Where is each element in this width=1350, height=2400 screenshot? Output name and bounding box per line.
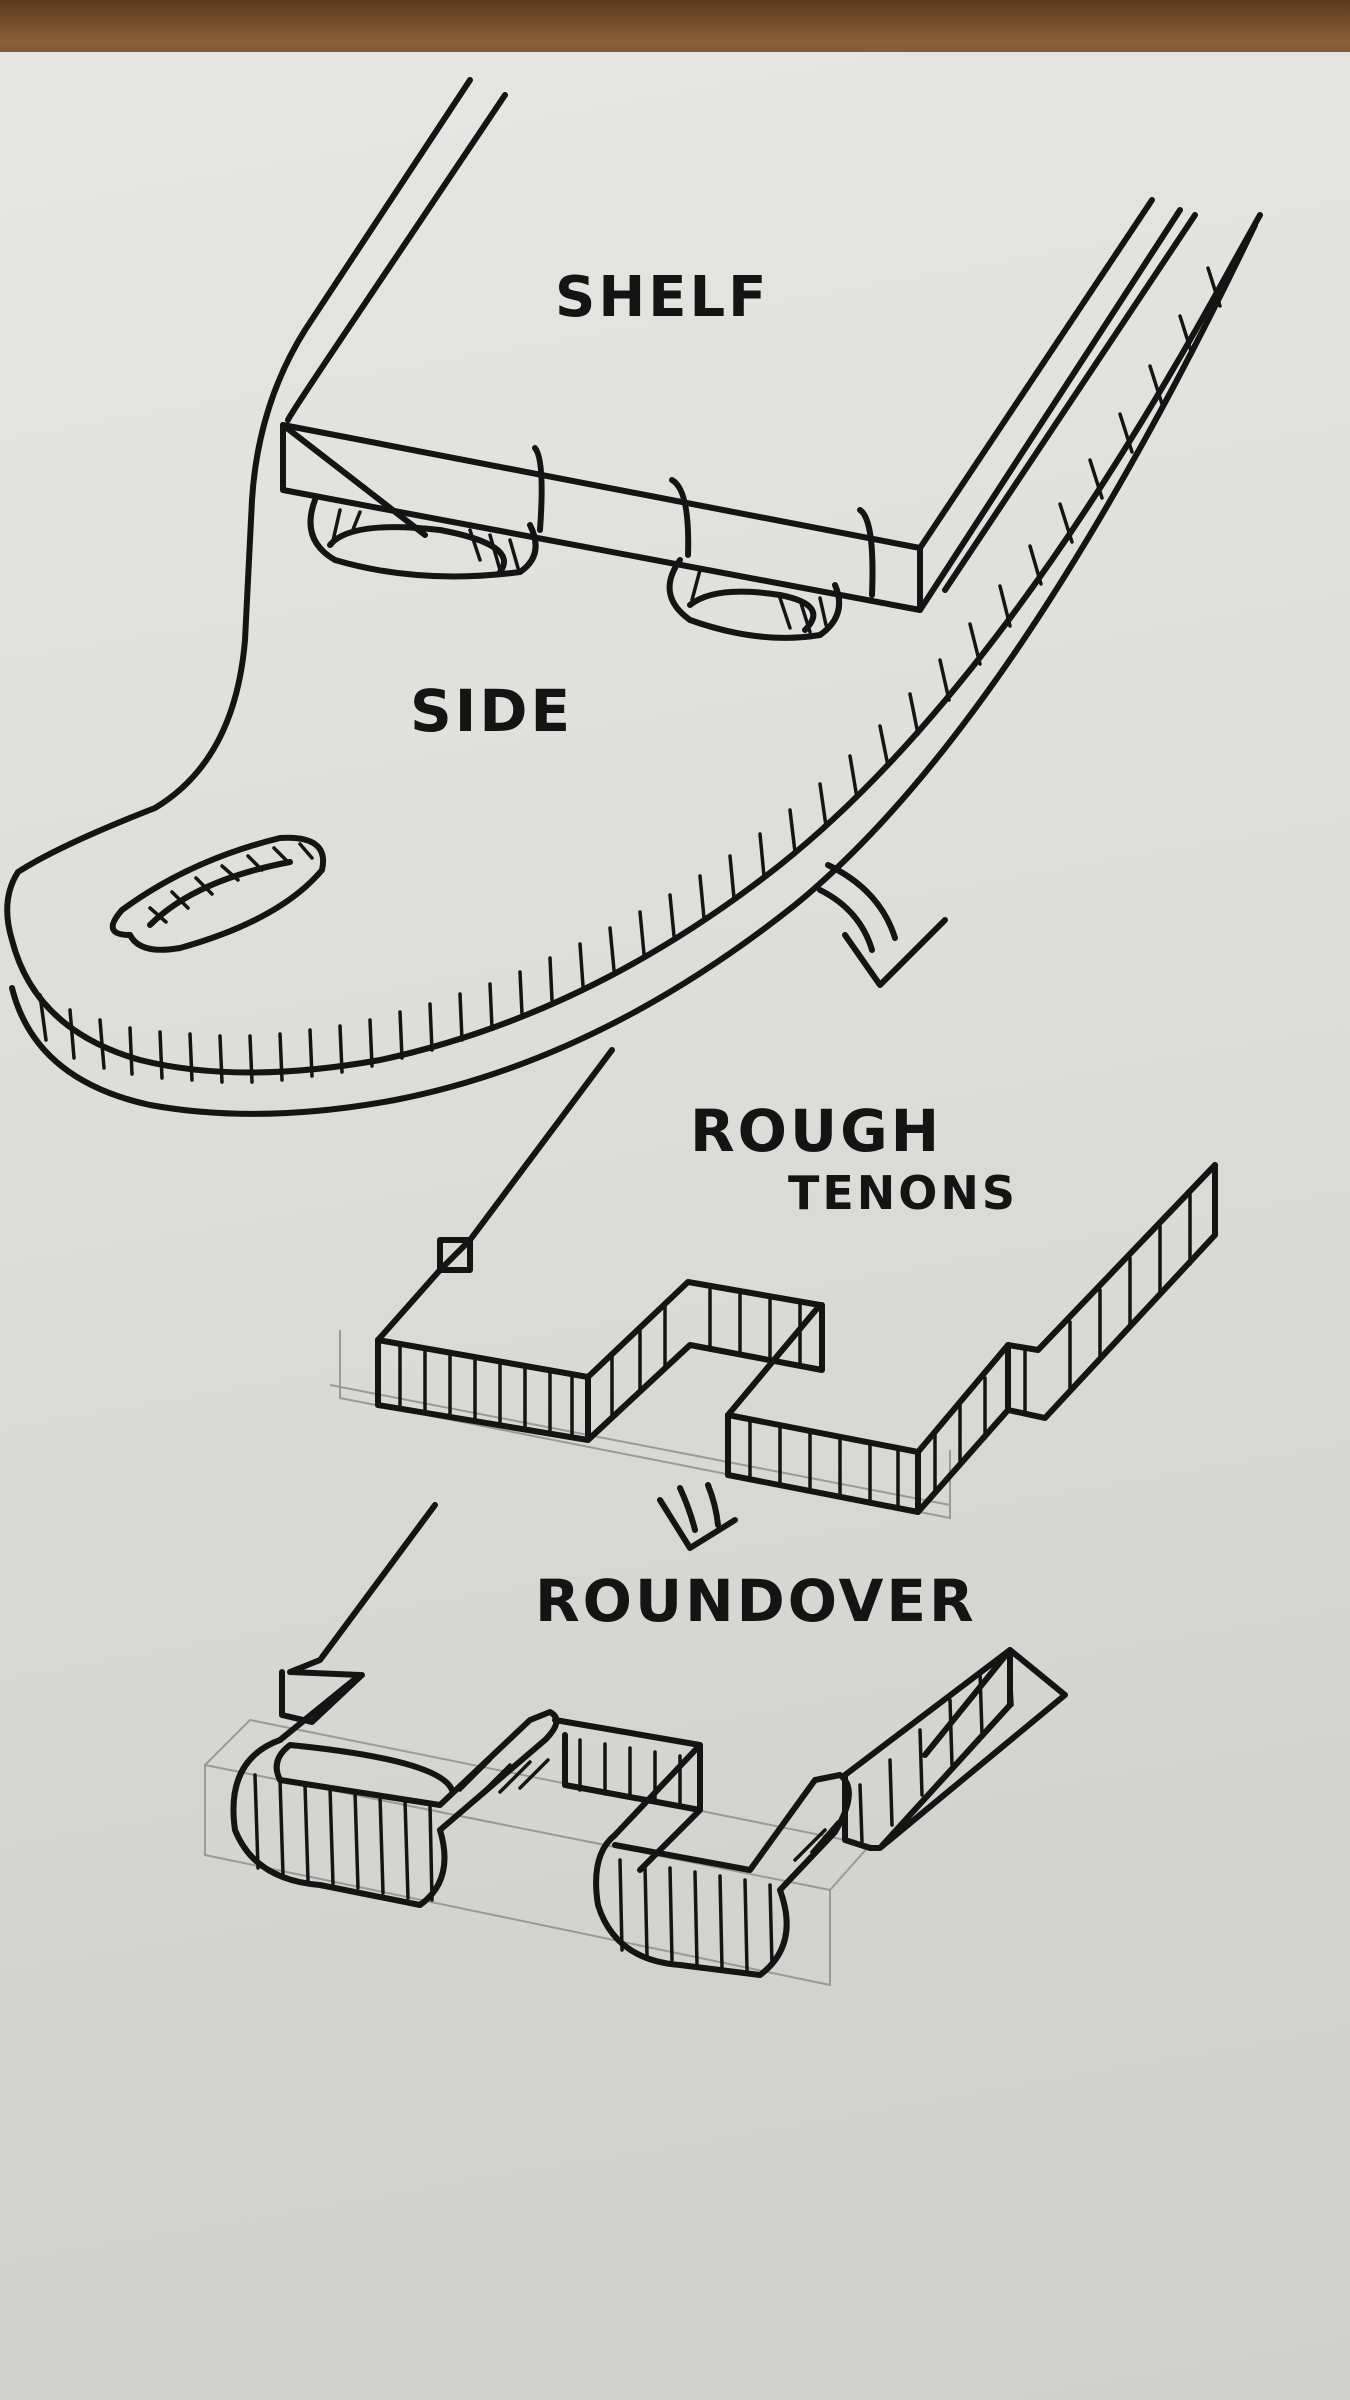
shelf-front-face xyxy=(280,422,923,613)
roundover-shelf-top-edge xyxy=(277,1502,438,1743)
roundover-tenon-right xyxy=(593,1772,852,1978)
shelf-tick-marks xyxy=(532,445,876,598)
rough-tenon-front-face xyxy=(375,1162,1218,1515)
shelf-front-top xyxy=(280,197,1155,551)
rough-label: ROUGH xyxy=(690,1097,943,1165)
mortise-hole-right-hatch xyxy=(690,568,828,634)
side-label: SIDE xyxy=(410,677,574,745)
mortise-hole-left xyxy=(307,497,539,580)
roundover-tenons-shelf xyxy=(204,1502,1068,1987)
curved-arrow-down-icon xyxy=(657,1482,738,1551)
rough-tenon-hatch xyxy=(398,1192,1192,1510)
rough-shelf-notch xyxy=(437,1237,473,1273)
shelf-left-edge xyxy=(280,422,428,538)
curved-arrow-down-icon xyxy=(817,862,948,988)
side-edge-hatch xyxy=(38,266,1222,1084)
shelf-right-edge xyxy=(917,207,1198,613)
tenons-label: TENONS xyxy=(788,1166,1019,1220)
rough-tenons-shelf xyxy=(329,1047,1218,1520)
side-panel-outline xyxy=(4,77,1263,1076)
roundover-right-stub xyxy=(842,1647,1068,1851)
side-slot-hatch xyxy=(148,842,314,924)
side-slot-inner xyxy=(147,859,293,928)
shelf-label: SHELF xyxy=(555,265,770,330)
roundover-notch xyxy=(279,1669,365,1725)
mortise-hole-left-hatch xyxy=(330,508,520,572)
rough-shelf-top-edge xyxy=(375,1047,615,1343)
roundover-hatch xyxy=(253,1663,1014,1972)
side-bottom-edge xyxy=(9,222,1258,1117)
shelf-and-side-assembly xyxy=(4,77,1263,1117)
roundover-tenon-left-top xyxy=(273,1742,455,1793)
roundover-tenon-left xyxy=(230,1709,560,1908)
roundover-center-notch xyxy=(552,1717,703,1873)
side-slot xyxy=(109,834,327,953)
side-left-edge xyxy=(285,92,508,423)
mortise-hole-right xyxy=(666,557,842,641)
roundover-shelf-right-edge xyxy=(922,1647,1013,1758)
roundover-label: ROUNDOVER xyxy=(535,1567,977,1635)
